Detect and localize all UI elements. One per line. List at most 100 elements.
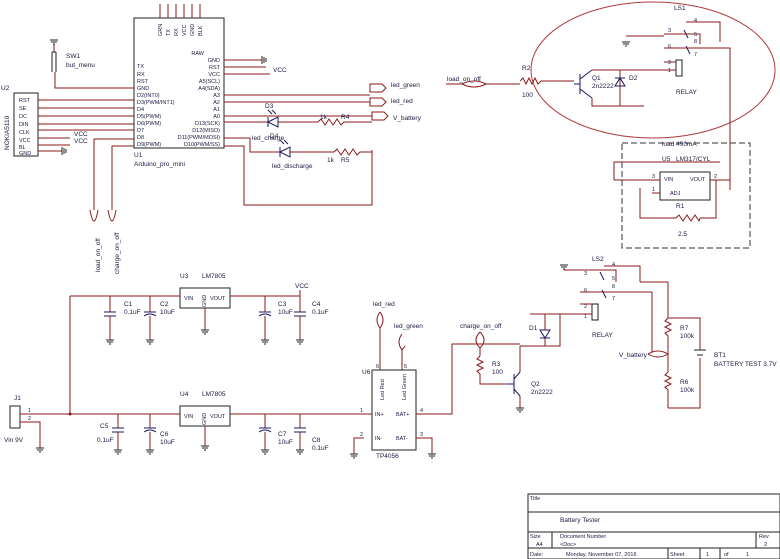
u5-ref: U5 (662, 156, 671, 163)
r6-ref: R6 (680, 379, 689, 386)
u4-name: LM7805 (202, 391, 226, 398)
ls1-pin-8: 8 (694, 39, 697, 45)
u6-pin-3: 3 (420, 432, 423, 438)
ls1-pin-4: 4 (694, 18, 697, 24)
u3-pin-gnd: GND (202, 295, 208, 307)
u4-pin-gnd: GND (202, 413, 208, 425)
title-label: Title (530, 496, 540, 502)
u6-pin-bat-plus: BAT+ (396, 412, 410, 418)
u2-pin-rst: RST (19, 98, 31, 104)
ls2-pin-2: 2 (584, 304, 587, 310)
r7-value: 100k (680, 333, 695, 340)
r7-ref: R7 (680, 325, 689, 332)
d3-name: led_charge (252, 135, 285, 142)
r5-ref: R5 (341, 157, 350, 164)
q2-ref: Q2 (531, 381, 540, 388)
u1-right-d10: D10(PWM/SS) (184, 142, 220, 148)
docnum-label: Document Number (560, 534, 606, 540)
q2-transistor: Q2 2n2222 (508, 346, 553, 413)
u1-left-d8: D8 (137, 135, 144, 141)
c2-value: 10uF (160, 309, 175, 316)
r2-value: 100 (522, 92, 533, 99)
u1-left-rst: RST (137, 79, 149, 85)
u2-pin-vcc: VCC (19, 138, 31, 144)
u1-left-d5: D5(PWM) (137, 114, 161, 120)
r4-ref: R4 (341, 114, 350, 121)
u2-pin-bl: BL (19, 145, 26, 151)
u5-pin-vout: VOUT (690, 177, 706, 183)
u6-ref: U6 (362, 369, 371, 376)
ls2-ref: LS2 (592, 256, 604, 263)
u5-pin-2: 2 (714, 174, 717, 180)
sheet-value: 1 (706, 552, 709, 558)
c5-value: 0.1uF (97, 437, 114, 444)
ls1-name: RELAY (676, 89, 697, 96)
ls2-name: RELAY (592, 332, 613, 339)
c1-ref: C1 (124, 301, 133, 308)
c2-ref: C2 (160, 301, 169, 308)
r3-value: 100 (492, 369, 503, 376)
rev-value: 2 (764, 542, 767, 548)
ls1-pin-6: 6 (668, 44, 671, 50)
d2-ref: D2 (629, 75, 638, 82)
u2-pin-clk: CLK (19, 130, 30, 136)
of-value: 1 (746, 552, 749, 558)
j1-pin-2: 2 (28, 416, 31, 422)
j1-pin-1: 1 (28, 408, 31, 414)
u1-left-d3: D3(PWM/INT1) (137, 100, 175, 106)
nokia5110-display: U2 NOKIA5110 RST SE DC DIN CLK VCC BL GN… (1, 85, 134, 157)
u1-right-a5: A5(SCL) (199, 79, 220, 85)
u5-pin-1: 1 (652, 187, 655, 193)
ls1-pin-3: 3 (668, 28, 671, 34)
ls2-pin-1: 1 (584, 314, 587, 320)
u6-pin-led-green: Led Green (402, 374, 408, 400)
q1-transistor: Q1 2n2222 (574, 69, 614, 99)
ls1-pin-1: 1 (668, 68, 671, 74)
u6-pin-5: 5 (404, 364, 407, 370)
u1-right-raw: RAW (191, 51, 204, 57)
u4-pin-vout: VOUT (210, 414, 226, 420)
u1-right-a4: A4(SDA) (198, 86, 220, 92)
q2-value: 2n2222 (531, 389, 553, 396)
load-section-box (621, 142, 751, 249)
c4-ref: C4 (312, 301, 321, 308)
c7-ref: C7 (278, 431, 287, 438)
u1-right-vcc: VCC (208, 72, 220, 78)
j1-name: Vin 9V (4, 437, 24, 444)
ls2-pin-4: 4 (612, 262, 615, 268)
u1-left-d2: D2(INT0) (137, 93, 160, 99)
r2-ref: R2 (522, 65, 531, 72)
u1-right-a3: A3 (213, 93, 220, 99)
u6-pin-in-plus: IN+ (375, 412, 384, 418)
ls2-pin-8: 8 (612, 284, 615, 290)
ls2-pin-7: 7 (612, 296, 615, 302)
u1-left-d7: D7 (137, 128, 144, 134)
u6-pin-1: 1 (360, 408, 363, 414)
d4-name: led_discharge (272, 163, 313, 170)
size-label: Size (530, 534, 541, 540)
u2-pin-gnd: GND (19, 151, 31, 157)
vcc-label-1: VCC (74, 131, 88, 138)
c7-value: 10uF (278, 439, 293, 446)
lm317-regulator (659, 171, 711, 201)
u4-pin-vin: VIN (184, 414, 193, 420)
q1-ref: Q1 (592, 75, 601, 82)
u1-left-d9: D9(PWM) (137, 142, 161, 148)
net-charge-on-off: charge_on_off (460, 323, 502, 330)
u1-top-vcc: VCC (182, 24, 188, 36)
u3-name: LM7805 (202, 273, 226, 280)
ls2-pin-6: 6 (584, 288, 587, 294)
u1-left-tx: TX (137, 64, 144, 70)
led-charge-d3: D3 led_charge 1k R4 (252, 103, 372, 142)
r4-value: 1k (320, 114, 328, 121)
ls2-pin-3: 3 (584, 271, 587, 277)
r3-ref: R3 (492, 361, 501, 368)
c3-value: 10uF (278, 309, 293, 316)
c3-ref: C3 (278, 301, 287, 308)
d2-diode: D2 (614, 75, 638, 87)
ls2-pin-5: 5 (612, 276, 615, 282)
vcc-label-u3: VCC (295, 283, 309, 290)
docnum-value: <Doc> (560, 542, 576, 548)
ls1-pin-2: 2 (668, 60, 671, 66)
d4-ref: D4 (270, 133, 279, 140)
